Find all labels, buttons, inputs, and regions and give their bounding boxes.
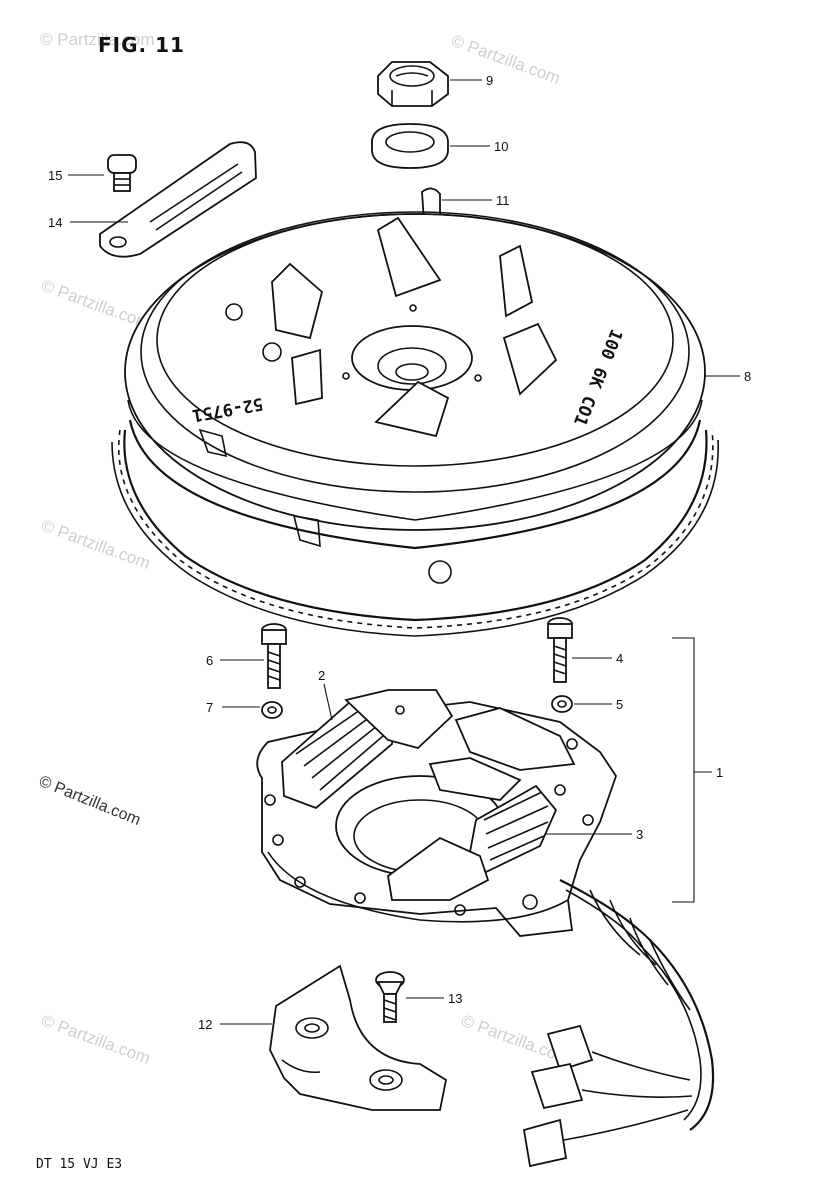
callout-14: 14 — [48, 215, 62, 230]
callout-10: 10 — [494, 139, 508, 154]
callout-11: 11 — [496, 193, 510, 208]
callout-15: 15 — [48, 168, 62, 183]
callout-7: 7 — [206, 700, 213, 715]
screw-part-4 — [547, 617, 573, 683]
stator-assembly — [256, 689, 715, 1131]
callout-8: 8 — [744, 369, 751, 384]
flywheel-rotor-part-8 — [111, 211, 719, 637]
nut-part-9 — [377, 61, 449, 107]
watermark: © Partzilla.com — [39, 516, 153, 573]
assembly-bracket — [672, 637, 695, 903]
callout-6: 6 — [206, 653, 213, 668]
callout-4: 4 — [616, 651, 623, 666]
callout-5: 5 — [616, 697, 623, 712]
callout-12: 12 — [198, 1017, 212, 1032]
watermark-side: © Partzilla.com — [37, 773, 143, 829]
plate-part-12 — [269, 964, 448, 1111]
callout-2: 2 — [318, 668, 325, 683]
watermark: © Partzilla.com — [39, 276, 153, 333]
screw-part-13 — [375, 971, 405, 1023]
callout-1: 1 — [716, 765, 723, 780]
watermark: © Partzilla.com — [39, 1011, 153, 1068]
screw-part-6 — [261, 623, 287, 689]
watermark: © Partzilla.com — [449, 31, 563, 88]
wire-connectors — [522, 1024, 693, 1168]
ring-gear-teeth — [118, 429, 714, 629]
callout-3: 3 — [636, 827, 643, 842]
model-code: DT 15 VJ E3 — [36, 1157, 122, 1172]
washer-part-5 — [551, 695, 573, 713]
figure-title: FIG. 11 — [98, 33, 185, 57]
washer-part-10 — [371, 123, 449, 169]
washer-part-7 — [261, 701, 283, 719]
callout-9: 9 — [486, 73, 493, 88]
watermark: © Partzilla.com — [40, 30, 155, 49]
callout-13: 13 — [448, 991, 462, 1006]
bracket-part-14 — [99, 141, 257, 258]
bolt-part-15 — [107, 154, 137, 192]
